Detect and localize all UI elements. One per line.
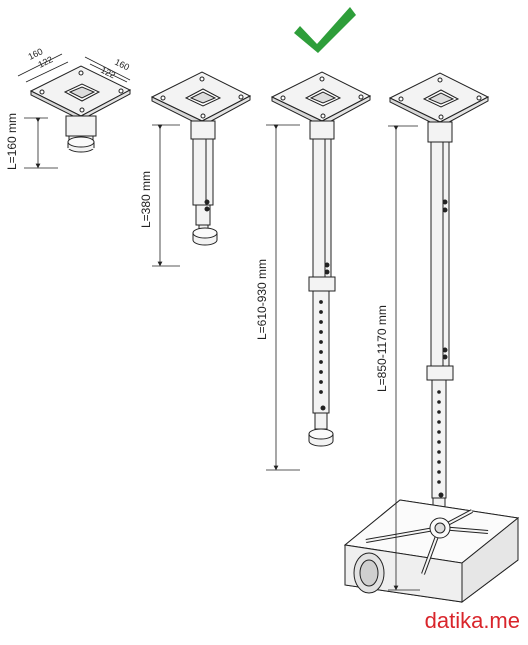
dim-lines-160 [17,53,131,169]
check-icon [294,7,356,53]
mount-610-930 [270,71,372,447]
mount-160 [29,65,132,153]
projector [343,499,520,603]
dim-lines-610-930 [266,124,300,471]
length-label-380: L=380 mm [139,171,153,228]
length-label-160: L=160 mm [5,113,19,170]
mount-380 [150,71,252,246]
length-label-850-1170: L=850-1170 mm [375,305,389,392]
dim-lines-380 [152,124,180,267]
length-label-610-930: L=610-930 mm [255,259,269,340]
mount-850-1170 [388,72,490,517]
watermark-text: datika.me [424,608,520,633]
dim-lines-850-1170 [388,125,420,591]
